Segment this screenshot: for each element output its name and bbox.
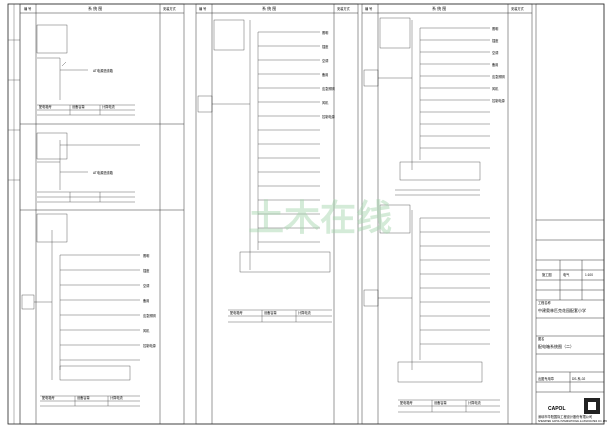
panel-1-block-c [21,213,140,407]
panel-1-out-5: 风机 [143,328,150,333]
project-name: 中建奥林匹克花园配套小学 [538,307,586,313]
panel-3-header-install: 安装方式 [511,6,525,11]
panel-1-table-c-header-1: 设备容量 [77,395,91,400]
panel-2-out-6: 控制电源 [322,114,336,119]
panel-1-header-install: 安装方式 [163,6,177,11]
panel-3-table-header-0: 配电箱号 [400,400,413,405]
company-name: 深圳市华阳国际工程设计股份有限公司 [538,414,592,419]
panel-2-header-install: 安装方式 [337,6,351,11]
title-block-discipline: 电气 [563,272,570,277]
panel-3-out-4: 应急照明 [492,74,505,79]
panel-2-table-header-2: 计算电流 [298,310,312,315]
panel-1-frame [19,3,185,425]
title-block-drawing-label: 图名 [538,336,544,341]
panel-1-out-4: 应急照明 [143,313,156,318]
panel-1-out-1: 插座 [143,268,150,273]
panel-1-out-2: 空调 [143,283,149,288]
panel-3-diagram-upper [363,17,490,196]
panel-3-out-0: 照明 [492,27,498,31]
panel-1-table-a-header-1: 设备容量 [72,104,86,109]
panel-2-header-diagram: 系 统 图 [262,5,276,11]
panel-2-out-2: 空调 [322,58,328,63]
panel-2-table-header-1: 设备容量 [264,310,278,315]
panel-1-block-b [36,132,140,203]
title-block-frame [535,3,605,425]
panel-3-out-2: 空调 [492,50,498,55]
title-block-sheet-no: DS-系-02 [572,376,586,381]
panel-3-diagram-lower [363,204,500,413]
title-block-stamp: 出图专用章 [538,376,555,381]
watermark-text: 土木在线 [248,197,392,238]
panel-1-out-0: 照明 [143,254,149,258]
panel-2-out-1: 插座 [322,44,329,49]
panel-1-header-no: 编 号 [24,6,31,11]
panel-3-header-no: 编 号 [365,6,372,11]
panel-2-out-4: 应急照明 [322,86,335,91]
panel-1-header-diagram: 系 统 图 [88,5,102,11]
drawing-title: 配电箱系统图（二） [538,343,574,349]
panel-3-out-3: 备用 [492,62,498,67]
panel-2-table-header-0: 配电箱号 [230,310,243,315]
panel-1-table-a-header-0: 配电箱号 [39,104,52,109]
panel-3-out-5: 风机 [492,86,499,91]
panel-2-header-no: 编 号 [199,6,206,11]
panel-1-table-c-header-0: 配电箱号 [42,395,55,400]
panel-2-out-3: 备用 [322,72,328,77]
panel-3-out-1: 插座 [492,38,499,43]
panel-3-table-header-1: 设备容量 [434,400,448,405]
left-binding-strip [8,4,21,424]
panel-1-table-c-header-2: 计算电流 [110,395,124,400]
panel-3-header-diagram: 系 统 图 [432,5,446,11]
capol-logo-mark-inner [588,402,596,410]
company-name-en: SHENZHEN CAPOL INTERNATIONAL & ASSOCIATE… [538,420,607,423]
logo-text: CAPOL [548,406,566,412]
title-block-stage: 施工图 [542,272,552,277]
panel-1-table-a-header-2: 计算电流 [102,104,116,109]
panel-1-out-3: 备用 [143,298,149,303]
panel-2-diagram [197,19,332,323]
panel-2-out-5: 风机 [322,100,329,105]
panel-1-block-a [36,24,135,116]
panel-1-out-6: 控制电源 [143,343,157,348]
panel-3-out-6: 控制电源 [492,98,506,103]
panel-3-table-header-2: 计算电流 [468,400,482,405]
panel-2-frame [195,3,359,425]
title-block-project-label: 工程名称 [538,300,552,305]
title-block-scale: 1:100 [585,273,593,277]
panel-2-out-0: 照明 [322,31,328,35]
panel-1-box-label-b: AT电源进线箱 [93,170,114,175]
panel-1-box-label-a: AT电源进线箱 [93,68,114,73]
